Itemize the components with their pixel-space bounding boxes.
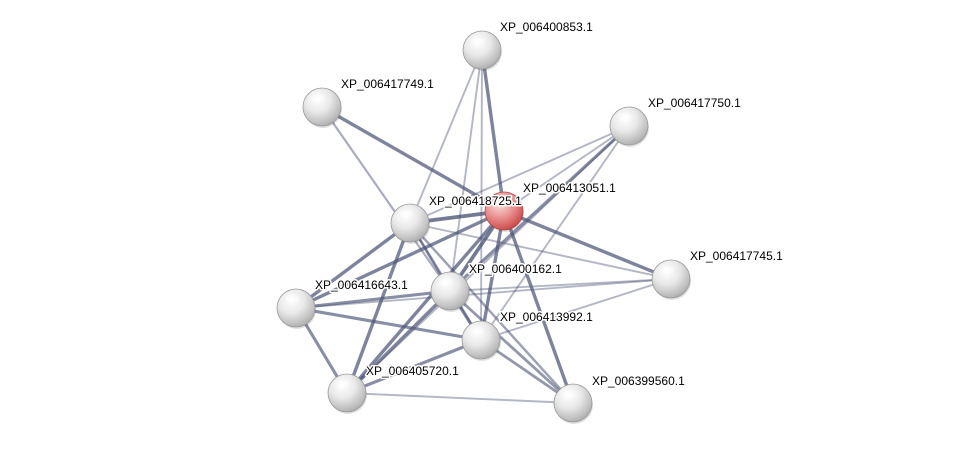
node-highlight xyxy=(334,379,352,389)
edge-xp-006400853-1-xp-006400162-1 xyxy=(449,49,483,292)
edge-xp-006400162-1-xp-006416643-1 xyxy=(294,289,452,310)
node-highlight xyxy=(616,112,634,122)
edge-xp-006400853-1-xp-006413992-1 xyxy=(480,49,483,341)
edge-xp-006417745-1-xp-006400162-1 xyxy=(449,278,672,292)
edge-xp-006400162-1-xp-006399560-1 xyxy=(448,289,575,405)
node-xp-006417749-1[interactable] xyxy=(302,87,342,128)
node-label-xp-006416643-1: XP_006416643.1 xyxy=(315,278,408,292)
node-label-xp-006413051-1: XP_006413051.1 xyxy=(523,181,616,195)
edge-xp-006416643-1-xp-006413992-1 xyxy=(294,306,483,342)
node-xp-006400162-1[interactable] xyxy=(430,271,470,312)
node-xp-006416643-1[interactable] xyxy=(276,288,316,329)
edge-xp-006417745-1-xp-006416643-1 xyxy=(295,278,672,309)
node-label-xp-006413992-1: XP_006413992.1 xyxy=(500,310,593,324)
edge-xp-006400853-1-xp-006418725-1 xyxy=(409,49,483,224)
node-xp-006413992-1[interactable] xyxy=(461,320,501,361)
node-label-xp-006417749-1: XP_006417749.1 xyxy=(341,77,434,91)
edge-xp-006417750-1-xp-006400162-1 xyxy=(448,124,631,293)
edge-xp-006417750-1-xp-006418725-1 xyxy=(409,125,630,224)
edge-xp-006417745-1-xp-006413992-1 xyxy=(480,278,672,341)
edge-xp-006413992-1-xp-006405720-1 xyxy=(345,338,483,395)
node-highlight xyxy=(283,294,301,304)
edge-xp-006413051-1-xp-006417750-1 xyxy=(503,125,630,212)
node-xp-006417745-1[interactable] xyxy=(651,259,691,300)
node-label-xp-006417750-1: XP_006417750.1 xyxy=(648,96,741,110)
edge-xp-006405720-1-xp-006399560-1 xyxy=(346,392,574,404)
node-highlight xyxy=(397,209,415,219)
edge-xp-006413051-1-xp-006399560-1 xyxy=(502,209,575,405)
node-highlight xyxy=(309,93,327,103)
node-label-xp-006417745-1: XP_006417745.1 xyxy=(690,249,783,263)
edge-xp-006418725-1-xp-006416643-1 xyxy=(294,221,412,310)
node-highlight xyxy=(658,265,676,275)
node-xp-006413051-1[interactable] xyxy=(484,191,524,232)
node-label-xp-006399560-1: XP_006399560.1 xyxy=(592,374,685,388)
node-highlight xyxy=(491,197,509,207)
edge-xp-006417750-1-xp-006413992-1 xyxy=(480,125,630,341)
node-highlight xyxy=(468,326,486,336)
edge-xp-006418725-1-xp-006405720-1 xyxy=(345,221,412,395)
node-xp-006417750-1[interactable] xyxy=(609,106,649,147)
edge-xp-006418725-1-xp-006399560-1 xyxy=(408,221,575,405)
node-xp-006399560-1[interactable] xyxy=(553,383,593,424)
edge-xp-006417749-1-xp-006400162-1 xyxy=(320,105,452,293)
node-xp-006405720-1[interactable] xyxy=(327,373,367,414)
edge-xp-006413051-1-xp-006416643-1 xyxy=(294,209,506,310)
node-label-xp-006400162-1: XP_006400162.1 xyxy=(469,262,562,276)
edge-xp-006413051-1-xp-006405720-1 xyxy=(345,209,506,395)
node-label-xp-006418725-1: XP_006418725.1 xyxy=(429,194,522,208)
node-label-xp-006405720-1: XP_006405720.1 xyxy=(366,364,459,378)
node-highlight xyxy=(469,36,487,46)
edge-xp-006413051-1-xp-006417745-1 xyxy=(502,209,673,281)
edge-xp-006413051-1-xp-006413992-1 xyxy=(479,209,506,342)
node-xp-006418725-1[interactable] xyxy=(390,203,430,244)
node-label-xp-006400853-1: XP_006400853.1 xyxy=(500,20,593,34)
edge-xp-006413051-1-xp-006417749-1 xyxy=(320,105,506,213)
node-highlight xyxy=(560,389,578,399)
edge-xp-006413051-1-xp-006400853-1 xyxy=(480,48,506,213)
edge-xp-006417745-1-xp-006418725-1 xyxy=(409,222,672,280)
labels-layer: XP_006413051.1XP_006418725.1 XP_006400853… xyxy=(314,19,785,390)
nodes-layer xyxy=(276,30,691,424)
node-xp-006400853-1[interactable] xyxy=(462,30,502,71)
edge-xp-006400162-1-xp-006405720-1 xyxy=(345,289,452,395)
node-highlight xyxy=(437,277,455,287)
